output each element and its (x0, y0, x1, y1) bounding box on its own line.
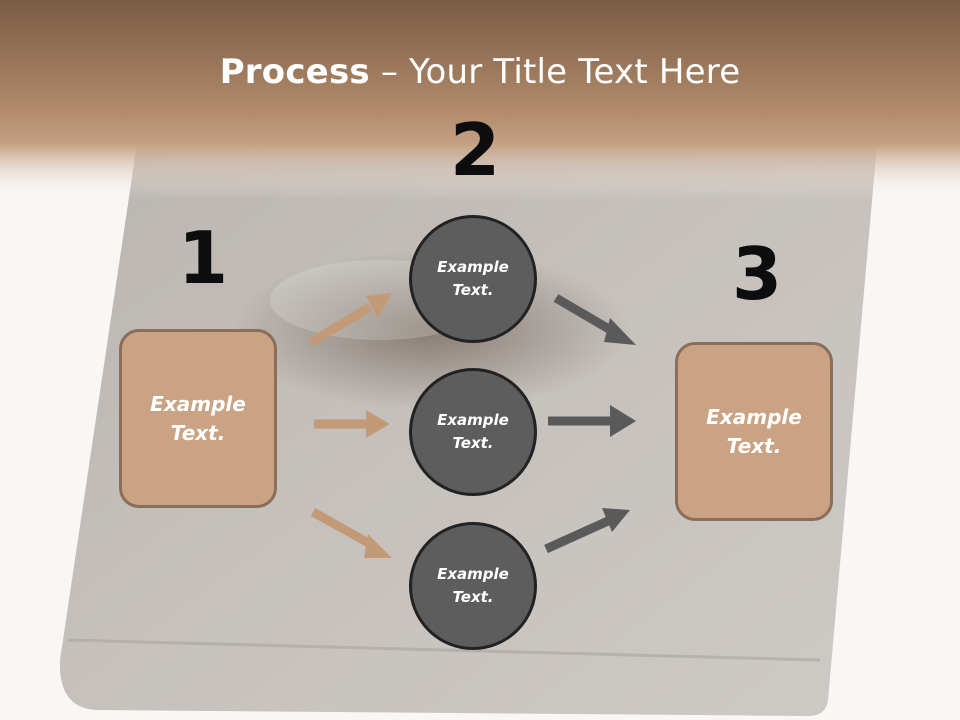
step-1-text: Example Text. (150, 391, 246, 445)
step-3-box: Example Text. (675, 342, 833, 521)
tan-arrow-middle (314, 410, 390, 438)
dark-arrow-up (544, 508, 630, 554)
step-3-text: Example Text. (706, 404, 802, 458)
dark-arrow-down (553, 294, 636, 345)
circle-bottom-text: Example Text. (437, 565, 509, 606)
step-number-1: 1 (178, 216, 229, 300)
step-number-2: 2 (450, 108, 501, 192)
circle-middle-text: Example Text. (437, 411, 509, 452)
circle-top: Example Text. (409, 215, 537, 343)
dark-arrow-middle (548, 405, 636, 437)
circle-bottom: Example Text. (409, 522, 537, 650)
circle-middle: Example Text. (409, 368, 537, 496)
tan-arrow-down (310, 508, 392, 558)
title-rest: – Your Title Text Here (369, 52, 741, 92)
page-title: Process – Your Title Text Here (0, 52, 960, 92)
tan-arrow-up (307, 293, 392, 347)
title-bold: Process (219, 52, 370, 92)
step-1-box: Example Text. (119, 329, 277, 508)
circle-top-text: Example Text. (437, 258, 509, 299)
step-number-3: 3 (732, 232, 783, 316)
